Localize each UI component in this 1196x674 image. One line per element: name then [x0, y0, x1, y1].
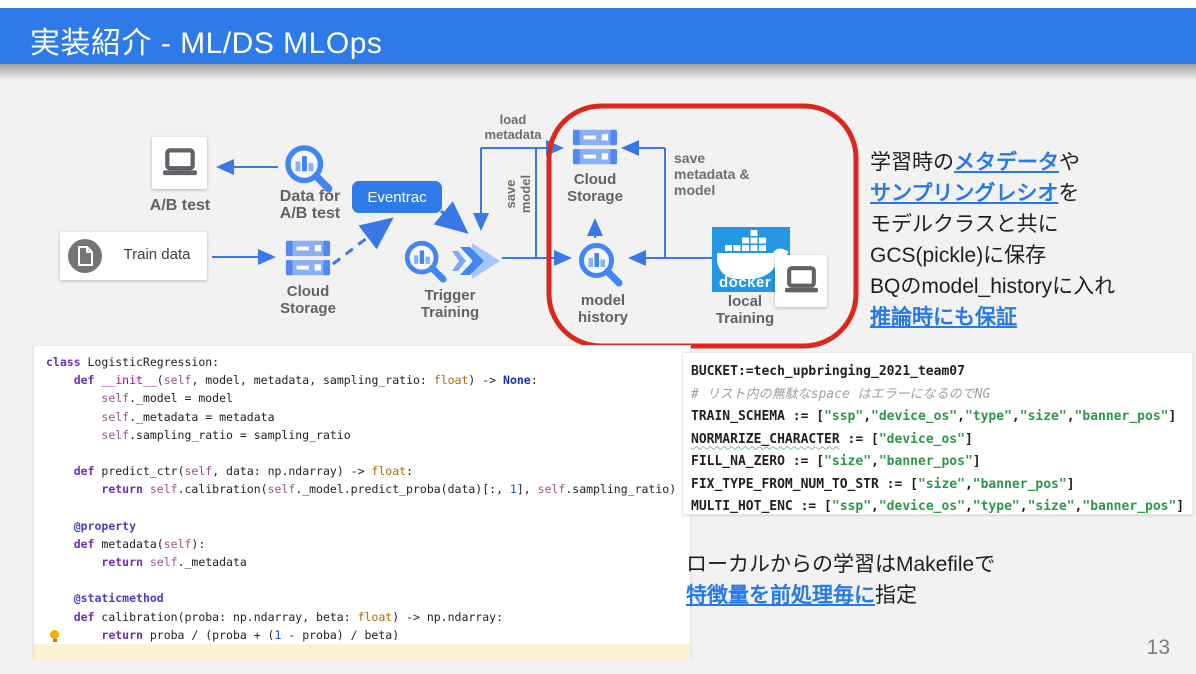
page-title: 実装紹介 - ML/DS MLOps — [30, 27, 383, 60]
title-bar: 実装紹介 - ML/DS MLOps — [0, 8, 1196, 64]
code-line — [34, 644, 690, 663]
docker-label: docker — [719, 274, 772, 291]
code-line: # リスト内の無駄なspace はエラーになるのでNG — [691, 386, 991, 402]
note-line: BQのmodel_historyに入れ — [870, 275, 1116, 298]
bigquery-icon — [402, 238, 448, 289]
code-line — [34, 499, 690, 517]
cloud-storage-icon — [572, 128, 618, 173]
metadata-link[interactable]: メタデータ — [954, 151, 1059, 174]
code-line: @staticmethod — [73, 591, 164, 606]
python-code-editor: class LogisticRegression: def __init__(s… — [33, 345, 691, 663]
sampling-ratio-link[interactable]: サンプリングレシオ — [870, 182, 1059, 205]
file-icon — [68, 239, 102, 278]
cloud-storage-left-label: Cloud Storage — [280, 283, 336, 317]
code-line: BUCKET:=tech_upbringing_2021_team07 — [691, 364, 965, 379]
eventrac-label: Eventrac — [367, 188, 427, 206]
bigquery-icon — [576, 240, 624, 293]
data-for-ab-label: Data for A/B test — [279, 188, 341, 222]
note-line: モデルクラスと共に — [870, 213, 1059, 236]
model-history-label: model history — [577, 292, 628, 326]
ab-test-node — [152, 137, 207, 189]
eventrac-node: Eventrac — [352, 181, 442, 213]
code-line: self._model = model — [101, 391, 233, 406]
laptop-icon — [783, 265, 820, 301]
local-laptop-node — [775, 255, 827, 307]
ab-test-label: A/B test — [149, 197, 211, 214]
code-line: NORMARIZE_CHARACTER := ["device_os"] — [691, 431, 973, 447]
code-line: self._metadata = metadata — [101, 409, 275, 424]
code-line: MULTI_HOT_ENC := ["ssp","device_os","typ… — [691, 499, 1185, 514]
note-line: サンプリングレシオを — [870, 178, 1192, 209]
code-line: def metadata(self): — [73, 536, 206, 551]
note-line: ローカルからの学習はMakefileで — [686, 553, 996, 576]
page-number: 13 — [1146, 636, 1170, 659]
train-data-label: Train data — [123, 246, 191, 263]
laptop-icon — [161, 147, 199, 184]
code-line: def __init__(self, model, metadata, samp… — [73, 373, 538, 388]
code-line: FILL_NA_ZERO := ["size","banner_pos"] — [691, 454, 981, 469]
code-line: def calibration(proba: np.ndarray, beta:… — [73, 609, 503, 624]
bigquery-icon — [282, 142, 334, 199]
save-metadata-label: save metadata & model — [674, 150, 750, 198]
cloud-storage-right-label: Cloud Storage — [567, 171, 623, 205]
note-line: 学習時のメタデータや — [870, 147, 1192, 178]
note-line: GCS(pickle)に保存 — [870, 244, 1047, 267]
metadata-note: 学習時のメタデータや サンプリングレシオを モデルクラスと共に GCS(pick… — [870, 147, 1192, 333]
code-line: TRAIN_SCHEMA := ["ssp","device_os","type… — [691, 409, 1177, 424]
note-text: 指定 — [875, 584, 917, 607]
local-training-label: local Training — [715, 293, 775, 327]
code-line: return self.calibration(self._model.pred… — [101, 482, 677, 497]
red-highlight-circle — [546, 103, 859, 349]
cloud-storage-icon — [285, 239, 331, 284]
code-line: @property — [73, 518, 137, 533]
note-text: を — [1058, 182, 1080, 205]
note-text: や — [1059, 151, 1080, 174]
trigger-arrow-icon — [452, 240, 502, 287]
code-line: self.sampling_ratio = sampling_ratio — [101, 427, 351, 442]
code-line: return proba / (proba + (1 - proba) / be… — [34, 626, 690, 644]
note-line: 特徴量を前処理毎に指定 — [686, 580, 1166, 611]
load-metadata-label: load metadata — [484, 112, 542, 142]
features-link[interactable]: 特徴量を前処理毎に — [686, 584, 875, 607]
train-data-node: Train data — [60, 232, 207, 280]
code-line: FIX_TYPE_FROM_NUM_TO_STR := ["size","ban… — [691, 476, 1075, 492]
header-shadow — [0, 64, 1196, 80]
code-line: def predict_ctr(self, data: np.ndarray) … — [73, 464, 414, 479]
code-line: class LogisticRegression: — [46, 355, 220, 369]
code-line — [34, 571, 690, 589]
note-line: 推論時にも保証 — [870, 302, 1192, 333]
makefile-note: ローカルからの学習はMakefileで 特徴量を前処理毎に指定 — [686, 549, 1166, 611]
code-line: return self._metadata — [101, 555, 247, 570]
trigger-training-label: Trigger Training — [420, 287, 480, 321]
save-model-label: save model — [503, 174, 533, 214]
code-line — [34, 444, 690, 462]
makefile-editor: BUCKET:=tech_upbringing_2021_team07 # リスト… — [682, 352, 1193, 515]
inference-link[interactable]: 推論時にも保証 — [870, 306, 1017, 329]
note-text: 学習時の — [870, 151, 954, 174]
lightbulb-icon[interactable] — [50, 629, 59, 642]
